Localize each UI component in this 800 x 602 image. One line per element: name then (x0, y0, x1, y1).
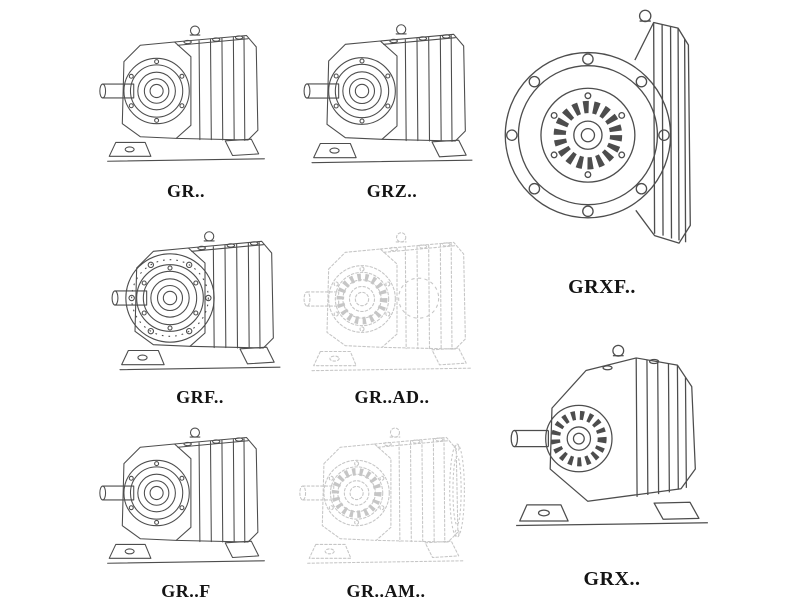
figure-grx: GRX.. (500, 302, 724, 590)
figure-grz: GRZ.. (292, 2, 492, 202)
figure-gr-am-label: GR..AM.. (346, 581, 426, 601)
figure-gr: GR.. (88, 2, 284, 202)
figure-grf: GRF.. (100, 210, 300, 408)
figure-grz-label: GRZ.. (366, 181, 418, 201)
figure-grx-label: GRX.. (583, 568, 641, 590)
figure-gr-ad: GR..AD.. (292, 212, 492, 408)
figure-gr-f-label: GR..F (161, 581, 211, 601)
figure-gr-f: GR..F (88, 406, 284, 602)
figure-gr-label: GR.. (167, 181, 205, 201)
gearbox-drawing-gr (88, 2, 284, 180)
gearbox-drawing-gr-f (88, 406, 284, 580)
gearbox-drawing-grz (292, 2, 492, 180)
figure-grf-label: GRF.. (176, 387, 224, 407)
figure-gr-am: GR..AM.. (288, 406, 484, 602)
gearbox-drawing-gr-am (288, 406, 484, 580)
gearbox-drawing-grxf (494, 0, 710, 276)
gearbox-drawing-gr-ad (292, 212, 492, 386)
figure-gr-ad-label: GR..AD.. (354, 387, 430, 407)
gearbox-drawing-grx (500, 302, 724, 568)
gearbox-drawing-grf (100, 210, 300, 386)
figure-grxf: GRXF.. (494, 0, 710, 298)
figure-grxf-label: GRXF.. (568, 276, 636, 298)
